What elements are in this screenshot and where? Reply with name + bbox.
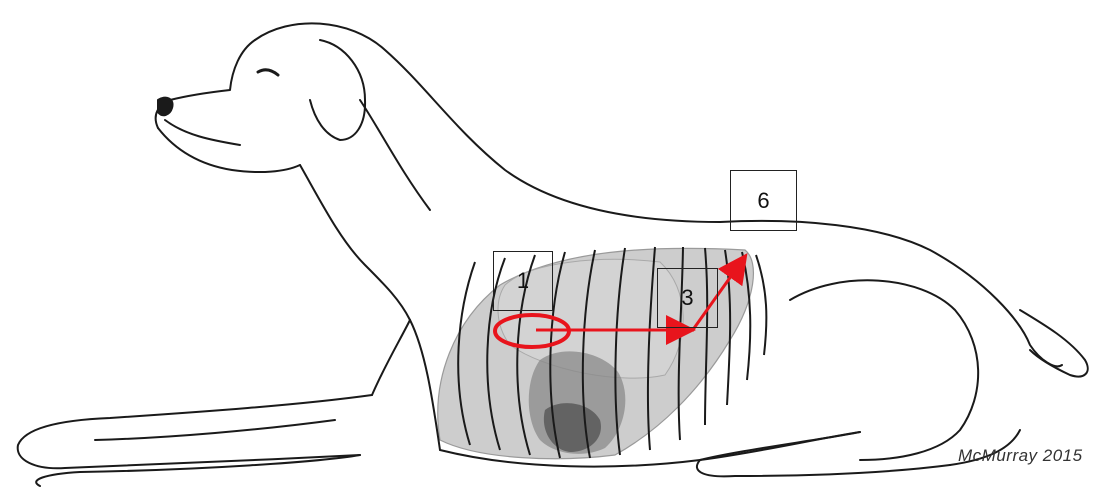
head-top: [156, 40, 255, 128]
throat: [300, 165, 410, 320]
label-3-text: 3: [681, 285, 693, 311]
chest-front: [372, 320, 410, 395]
muzzle: [158, 128, 300, 172]
elbow: [410, 320, 440, 450]
label-box-1: 1: [493, 251, 553, 311]
mouth: [165, 120, 240, 145]
front-paw-line: [95, 420, 335, 440]
nose: [158, 98, 173, 116]
front-leg-upper: [18, 395, 372, 468]
label-box-6: 6: [730, 170, 797, 231]
author-credit: McMurray 2015: [958, 446, 1083, 466]
label-box-3: 3: [657, 268, 718, 328]
label-1-text: 1: [517, 268, 529, 294]
ear: [310, 40, 365, 140]
hind-leg: [790, 280, 978, 460]
neck-fold: [360, 100, 430, 210]
front-leg-lower: [36, 455, 360, 486]
eye: [258, 70, 278, 75]
label-6-text: 6: [757, 188, 769, 214]
